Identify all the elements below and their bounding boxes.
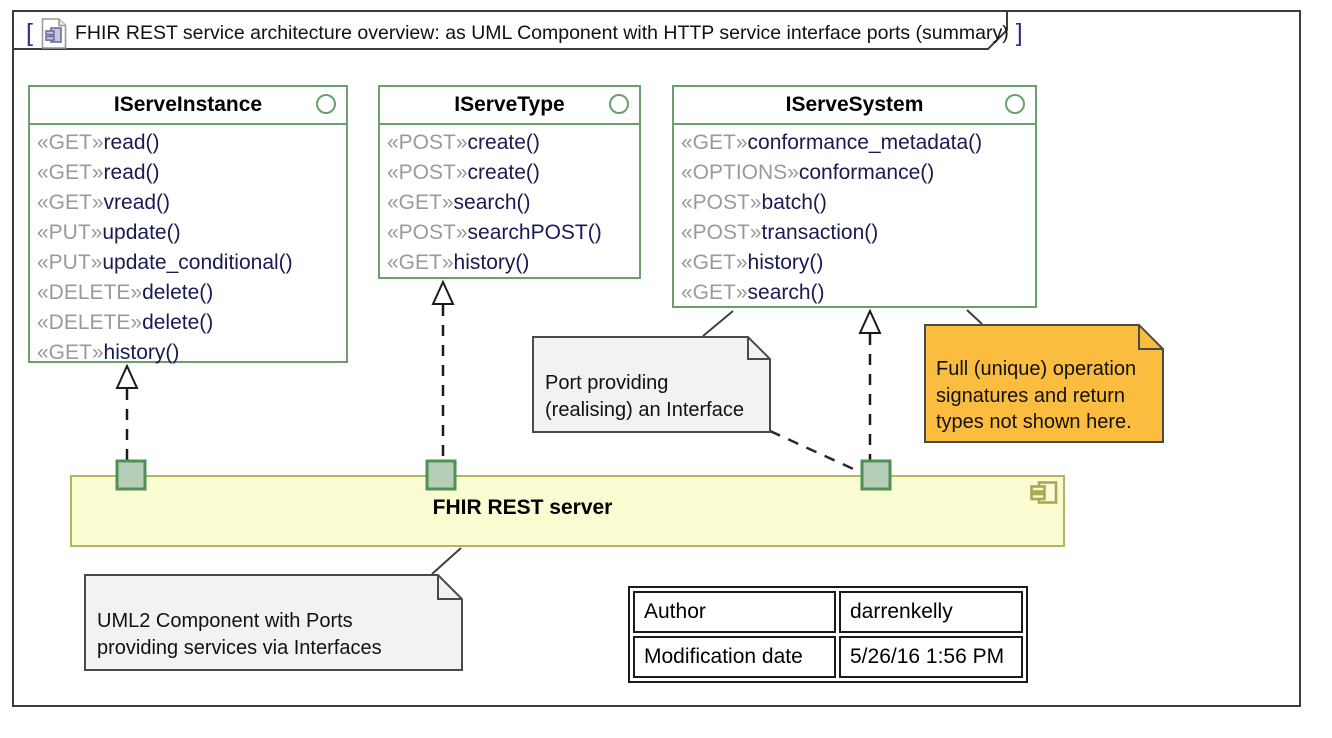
note-anchor-line xyxy=(702,310,734,337)
info-value-modification-date: 5/26/16 1:56 PM xyxy=(839,636,1023,678)
operation: «OPTIONS»conformance() xyxy=(681,161,935,184)
provided-interface-circle-icon xyxy=(316,94,336,114)
operation: «GET»history() xyxy=(681,251,824,274)
interface-iservesystem: IServeSystem «GET»conformance_metadata()… xyxy=(672,85,1037,308)
operation: «GET»vread() xyxy=(37,191,171,214)
operation: «POST»transaction() xyxy=(681,221,879,244)
diagram-title: FHIR REST service architecture overview:… xyxy=(74,21,1009,44)
note-fold-corner xyxy=(437,575,462,600)
frame-title-tab xyxy=(12,10,1008,50)
note-text-uml2-component: UML2 Component with Ports providing serv… xyxy=(97,610,382,659)
operation: «DELETE»delete() xyxy=(37,281,214,304)
info-label-modification-date: Modification date xyxy=(633,636,836,678)
note-full-signatures xyxy=(924,324,1164,443)
title-bracket-right: ] xyxy=(1015,19,1023,47)
operation: «GET»history() xyxy=(37,341,180,364)
diagram-info-table: Author darrenkelly Modification date 5/2… xyxy=(628,586,1028,683)
note-text-port-providing: Port providing (realising) an Interface xyxy=(545,372,744,421)
note-uml2-component xyxy=(84,574,463,671)
note-anchor-line xyxy=(431,547,462,575)
operation: «GET»conformance_metadata() xyxy=(681,131,983,154)
operation: «POST»batch() xyxy=(681,191,827,214)
port-iserveinstance xyxy=(115,459,147,491)
operation: «POST»create() xyxy=(387,131,540,154)
provided-interface-circle-icon xyxy=(609,94,629,114)
note-anchor-line xyxy=(966,309,983,325)
provided-interface-circle-icon xyxy=(1005,94,1025,114)
interface-operations: «GET»conformance_metadata() «OPTIONS»con… xyxy=(674,125,1035,308)
note-fold-corner xyxy=(1138,325,1163,350)
title-bracket-left: [ xyxy=(26,19,33,47)
note-fold-corner xyxy=(747,337,770,360)
note-text-full-signatures: Full (unique) operation signatures and r… xyxy=(936,358,1137,433)
note-port-providing xyxy=(532,336,771,433)
note-dashed-link-to-port xyxy=(769,429,861,474)
interface-operations: «POST»create() «POST»create() «GET»searc… xyxy=(380,125,639,278)
port-iservesystem xyxy=(860,459,892,491)
operation: «GET»read() xyxy=(37,131,160,154)
operation: «POST»searchPOST() xyxy=(387,221,602,244)
operation: «PUT»update_conditional() xyxy=(37,251,293,274)
uml-component-icon xyxy=(1030,481,1058,504)
realization-arrowhead xyxy=(431,279,455,305)
component-name: FHIR REST server xyxy=(432,496,613,519)
operation: «GET»search() xyxy=(681,281,825,304)
operation: «POST»create() xyxy=(387,161,540,184)
operation: «GET»read() xyxy=(37,161,160,184)
operation: «DELETE»delete() xyxy=(37,311,214,334)
interface-header: IServeInstance xyxy=(30,87,346,125)
interface-operations: «GET»read() «GET»read() «GET»vread() «PU… xyxy=(30,125,346,368)
interface-header: IServeSystem xyxy=(674,87,1035,125)
diagram-title-bar: [ FHIR REST service architecture overvie… xyxy=(26,16,1023,50)
uml-component-diagram-page-icon xyxy=(41,17,67,49)
interface-iserveinstance: IServeInstance «GET»read() «GET»read() «… xyxy=(28,85,348,364)
interface-name: IServeType xyxy=(454,93,565,116)
operation: «GET»search() xyxy=(387,191,531,214)
operation: «GET»history() xyxy=(387,251,530,274)
component-fhir-rest-server xyxy=(70,475,1065,547)
interface-name: IServeSystem xyxy=(785,93,924,116)
info-label-author: Author xyxy=(633,591,836,633)
interface-header: IServeType xyxy=(380,87,639,125)
interface-name: IServeInstance xyxy=(113,93,263,116)
realization-arrowhead xyxy=(115,363,139,389)
port-iservetype xyxy=(425,459,457,491)
realization-arrowhead xyxy=(858,308,882,334)
info-value-author: darrenkelly xyxy=(839,591,1023,633)
interface-iservetype: IServeType «POST»create() «POST»create()… xyxy=(378,85,641,279)
operation: «PUT»update() xyxy=(37,221,181,244)
